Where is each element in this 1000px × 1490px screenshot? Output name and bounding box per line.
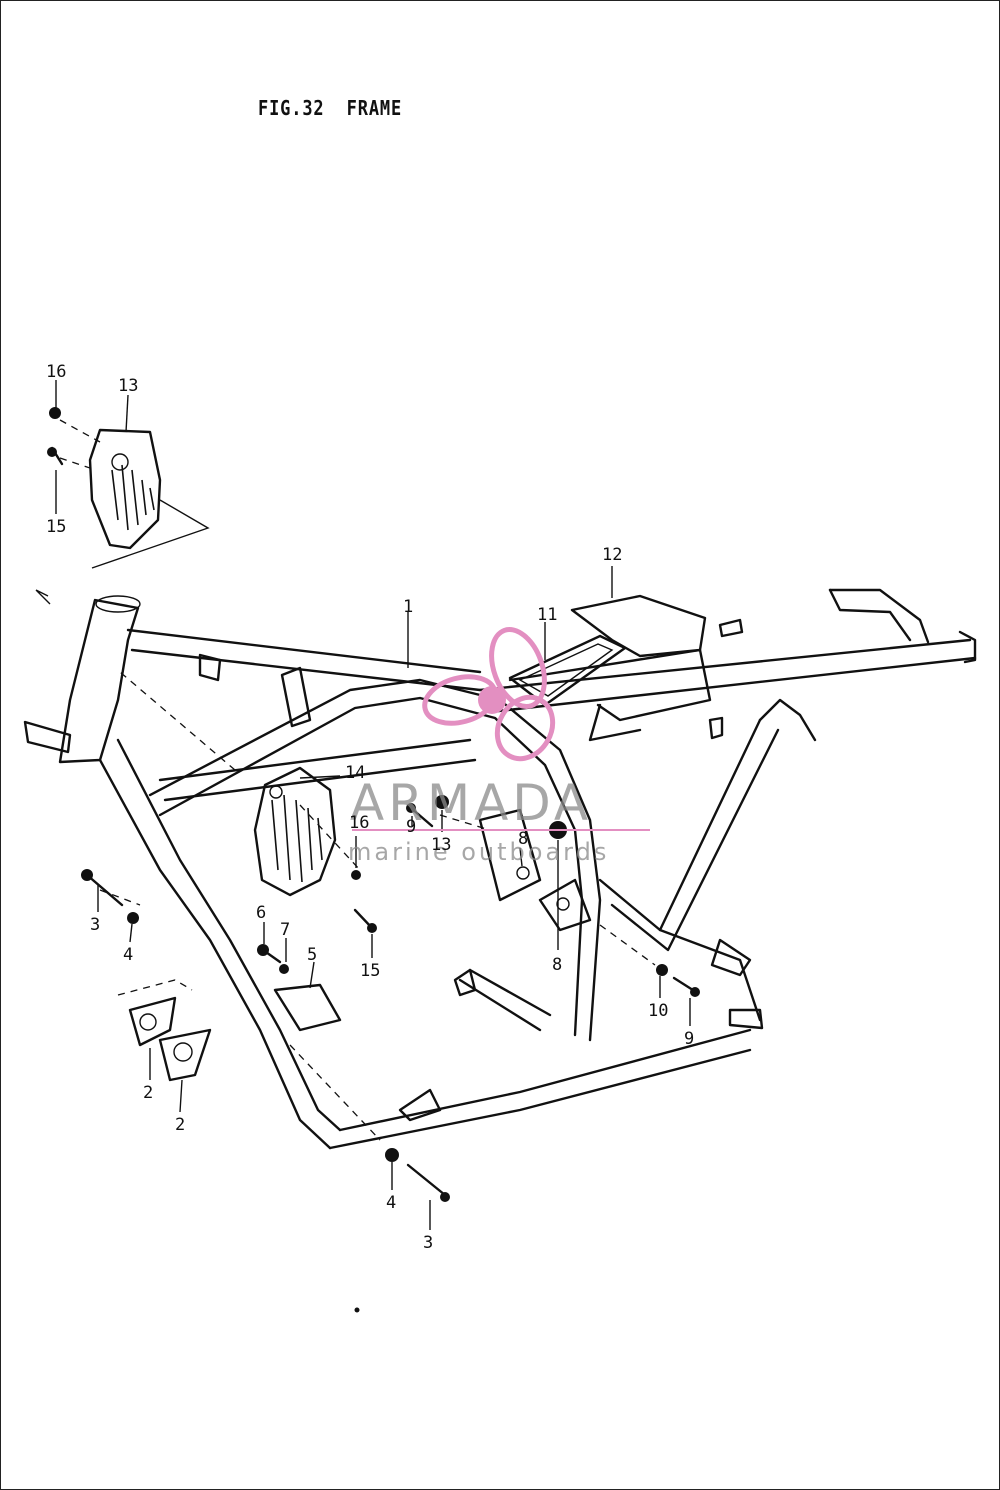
callout-6: 6 <box>256 903 266 923</box>
callout-3-left: 3 <box>90 915 100 935</box>
callout-15-mid: 15 <box>360 961 380 981</box>
watermark-tagline: marine outboards <box>348 838 609 866</box>
callout-8-top: 8 <box>518 829 528 849</box>
callout-7: 7 <box>280 920 290 940</box>
callout-1: 1 <box>403 597 413 617</box>
watermark-propeller-logo <box>422 627 556 762</box>
callout-8-bottom: 8 <box>552 955 562 975</box>
callout-10: 10 <box>648 1001 668 1021</box>
callout-15-top: 15 <box>46 517 66 537</box>
callout-5: 5 <box>307 945 317 965</box>
main-frame-drawing <box>23 588 977 1150</box>
callout-13-mid: 13 <box>431 835 451 855</box>
callout-14: 14 <box>345 763 365 783</box>
callout-3-bottom: 3 <box>423 1233 433 1253</box>
callout-2-right: 2 <box>175 1115 185 1135</box>
figure-title: FIG.32 FRAME <box>258 96 403 120</box>
callout-11: 11 <box>537 605 557 625</box>
callout-12: 12 <box>602 545 622 565</box>
callout-13-top: 13 <box>118 376 138 396</box>
side-cover-13-drawing <box>47 407 210 569</box>
callout-4-bottom: 4 <box>386 1193 396 1213</box>
callout-16-mid: 16 <box>349 813 369 833</box>
leader-lines <box>55 380 691 1230</box>
callout-4-left: 4 <box>123 945 133 965</box>
callout-16-top: 16 <box>46 362 66 382</box>
part-callouts: 16 13 15 1 11 12 14 16 9 13 8 8 3 4 6 7 … <box>46 362 694 1253</box>
callout-9-bottom: 9 <box>684 1029 694 1049</box>
watermark: ARMADA marine outboards <box>348 627 650 866</box>
watermark-brand: ARMADA <box>350 774 592 832</box>
callout-2-left: 2 <box>143 1083 153 1103</box>
callout-9-top: 9 <box>406 817 416 837</box>
